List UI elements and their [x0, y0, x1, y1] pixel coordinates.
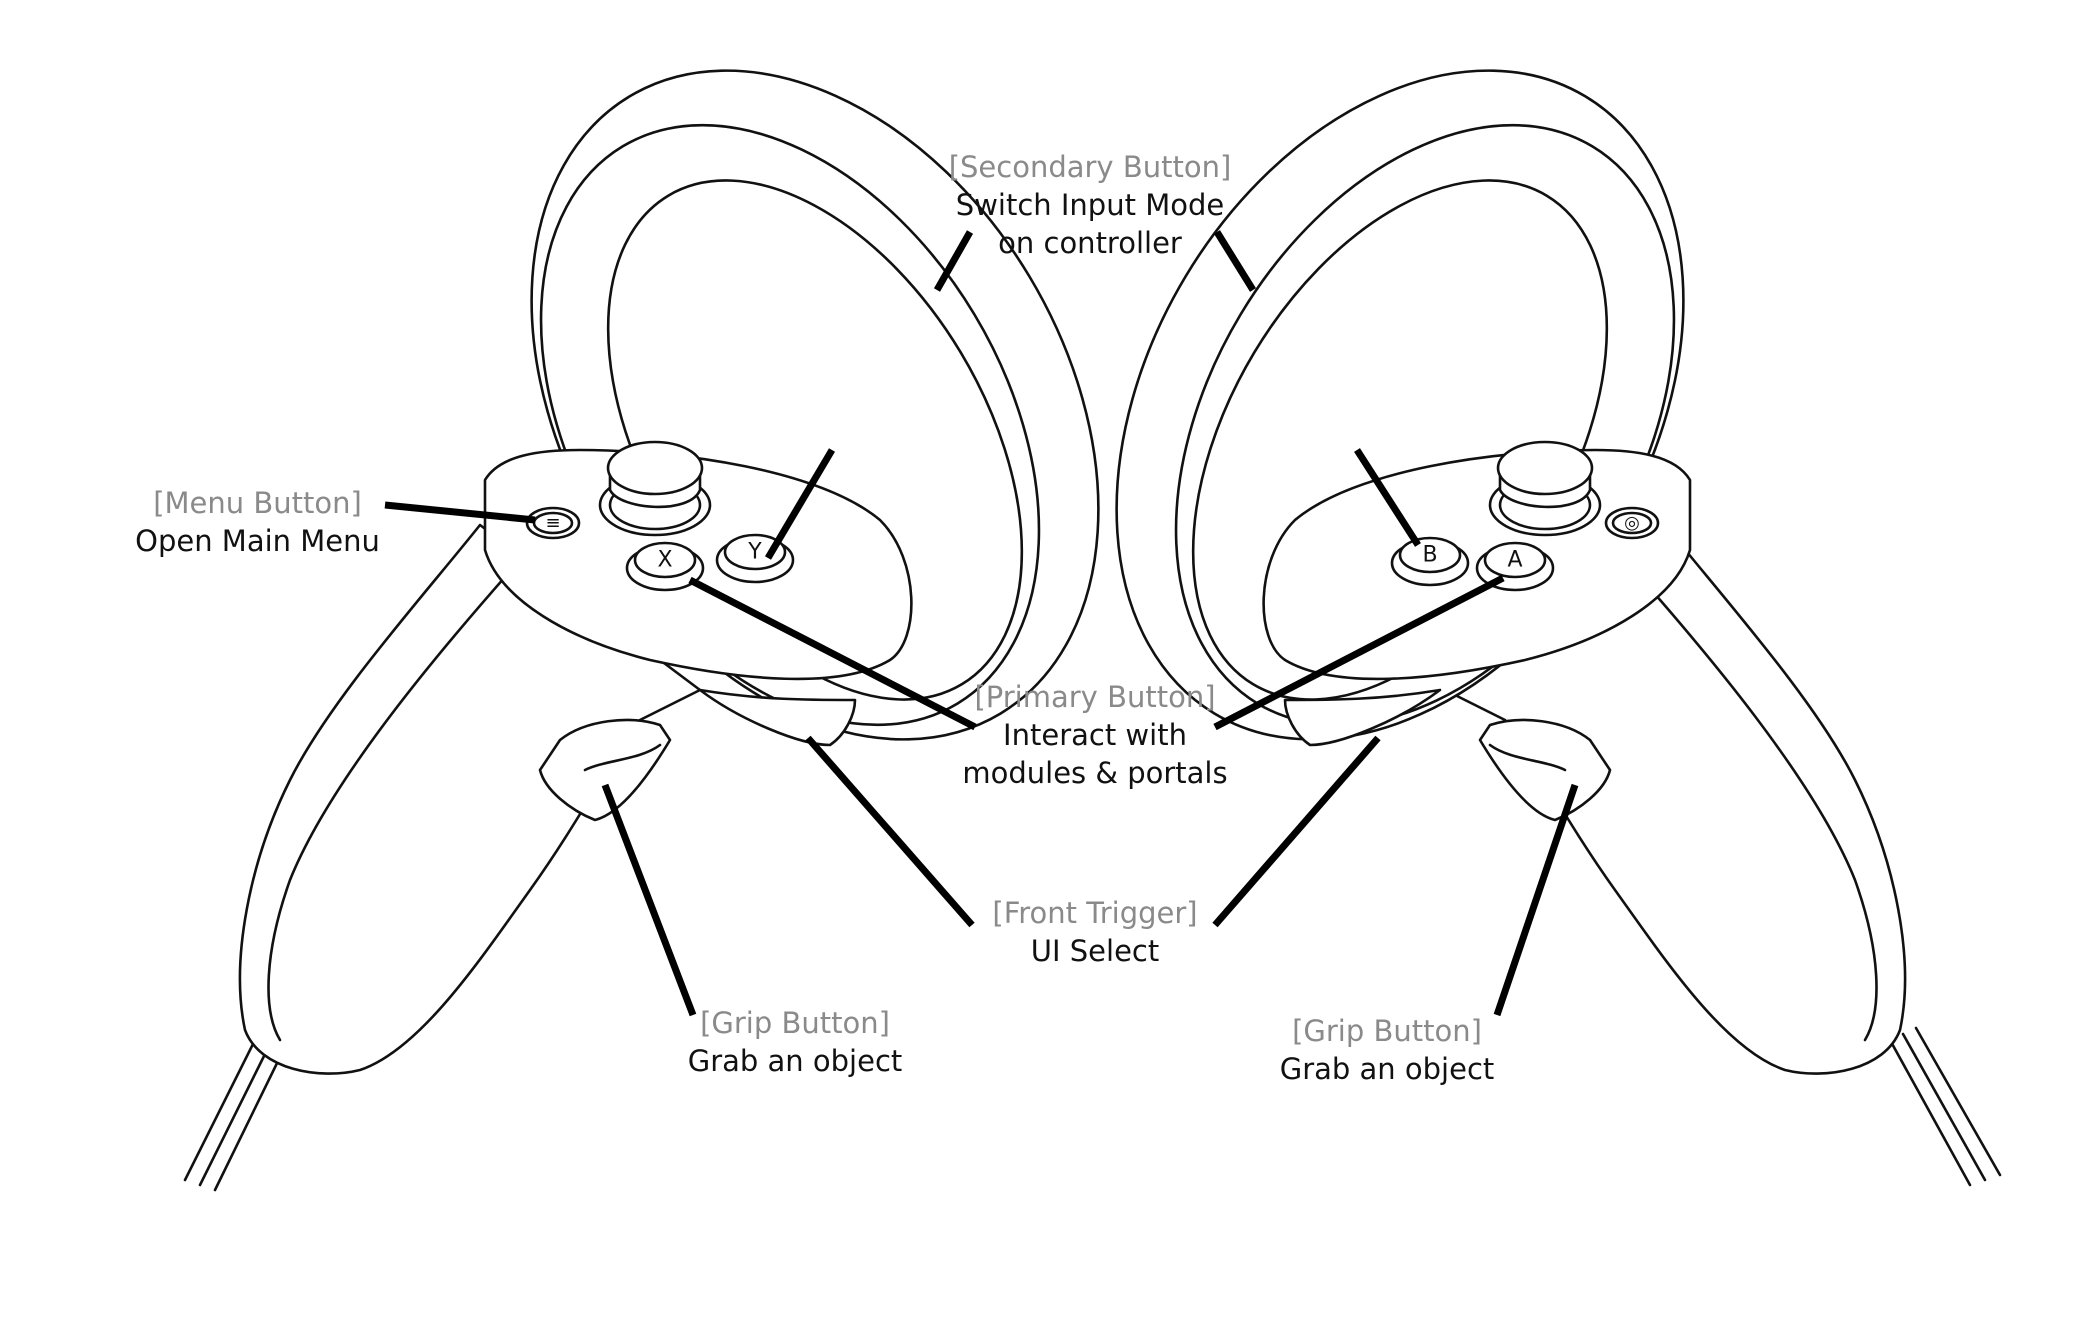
front-trigger-title: [Front Trigger]	[930, 894, 1260, 932]
label-grip-button-left: [Grip Button] Grab an object	[630, 1004, 960, 1080]
primary-button-desc-2: modules & portals	[890, 754, 1300, 792]
label-menu-button: [Menu Button] Open Main Menu	[95, 484, 420, 560]
primary-button-desc-1: Interact with	[890, 716, 1300, 754]
grip-right-title: [Grip Button]	[1222, 1012, 1552, 1050]
menu-button-title: [Menu Button]	[95, 484, 420, 522]
right-thumbstick[interactable]	[1490, 442, 1600, 535]
label-secondary-button: [Secondary Button] Switch Input Mode on …	[880, 148, 1300, 262]
secondary-button-desc-2: on controller	[880, 224, 1300, 262]
primary-button-title: [Primary Button]	[890, 678, 1300, 716]
y-button-glyph: Y	[747, 540, 762, 565]
menu-button-glyph: ≡	[545, 513, 560, 534]
leader-grip-right	[1497, 785, 1575, 1015]
label-front-trigger: [Front Trigger] UI Select	[930, 894, 1260, 970]
right-cable	[1890, 1028, 2000, 1185]
secondary-button-title: [Secondary Button]	[880, 148, 1300, 186]
label-primary-button: [Primary Button] Interact with modules &…	[890, 678, 1300, 792]
left-thumbstick[interactable]	[600, 442, 710, 535]
secondary-button-desc-1: Switch Input Mode	[880, 186, 1300, 224]
menu-button-desc: Open Main Menu	[95, 522, 420, 560]
grip-right-desc: Grab an object	[1222, 1050, 1552, 1088]
oculus-button-glyph: ◎	[1624, 513, 1640, 534]
grip-left-desc: Grab an object	[630, 1042, 960, 1080]
leader-grip-left	[605, 785, 693, 1015]
a-button-glyph: A	[1507, 548, 1522, 573]
left-menu-button[interactable]: ≡	[527, 508, 579, 538]
grip-left-title: [Grip Button]	[630, 1004, 960, 1042]
b-button-glyph: B	[1422, 543, 1437, 568]
label-grip-button-right: [Grip Button] Grab an object	[1222, 1012, 1552, 1088]
left-cable	[185, 1040, 281, 1190]
right-oculus-button[interactable]: ◎	[1606, 508, 1658, 538]
x-button-glyph: X	[657, 548, 672, 573]
front-trigger-desc: UI Select	[930, 932, 1260, 970]
